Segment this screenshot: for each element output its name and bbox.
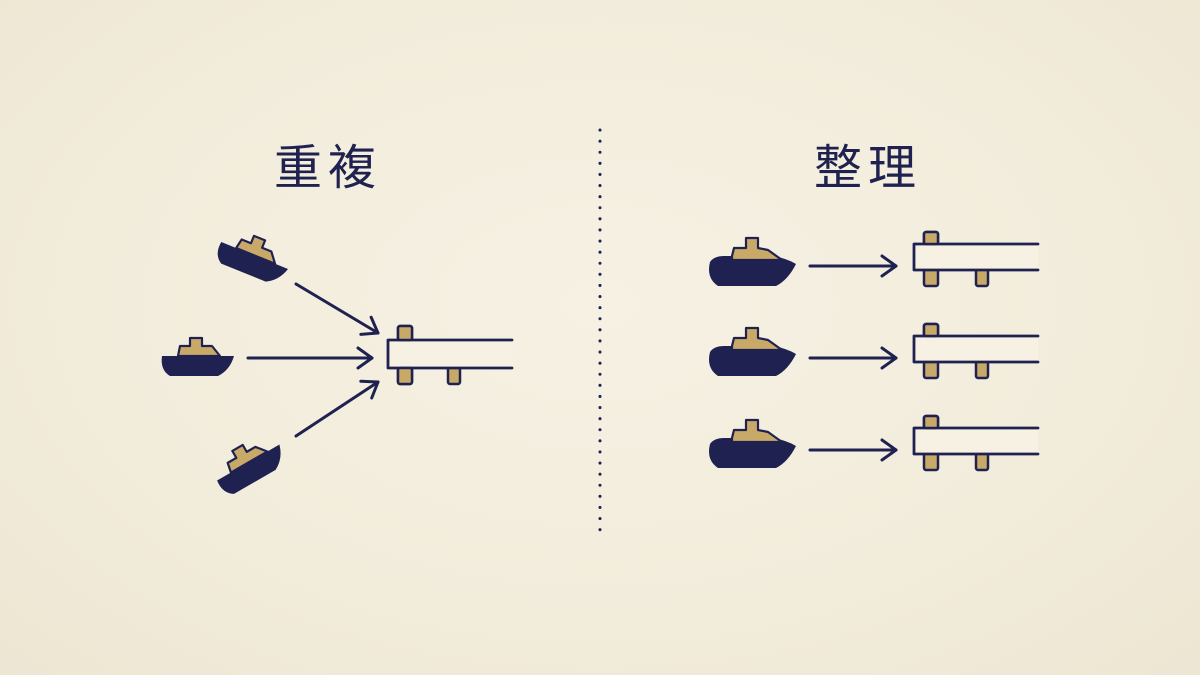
parallel-arrow <box>808 346 898 370</box>
right-panel-graphic <box>707 230 1040 472</box>
boat-icon <box>707 236 798 288</box>
parallel-arrow <box>808 254 898 278</box>
dock-icon <box>386 324 514 386</box>
converging-arrow <box>294 372 385 438</box>
left-panel-graphic <box>160 224 514 500</box>
boat-icon <box>206 427 291 500</box>
converging-arrow <box>246 346 374 370</box>
boat-icon <box>707 418 798 470</box>
parallel-arrow <box>808 438 898 462</box>
converging-arrow <box>294 282 385 344</box>
dock-icon <box>912 322 1040 380</box>
panel-title-organized: 整理 <box>813 140 922 196</box>
boat-icon <box>212 224 296 289</box>
dock-icon <box>912 230 1040 288</box>
boat-icon <box>707 326 798 378</box>
dock-icon <box>912 414 1040 472</box>
panel-title-duplicate: 重複 <box>273 140 382 196</box>
boat-icon <box>160 336 236 378</box>
